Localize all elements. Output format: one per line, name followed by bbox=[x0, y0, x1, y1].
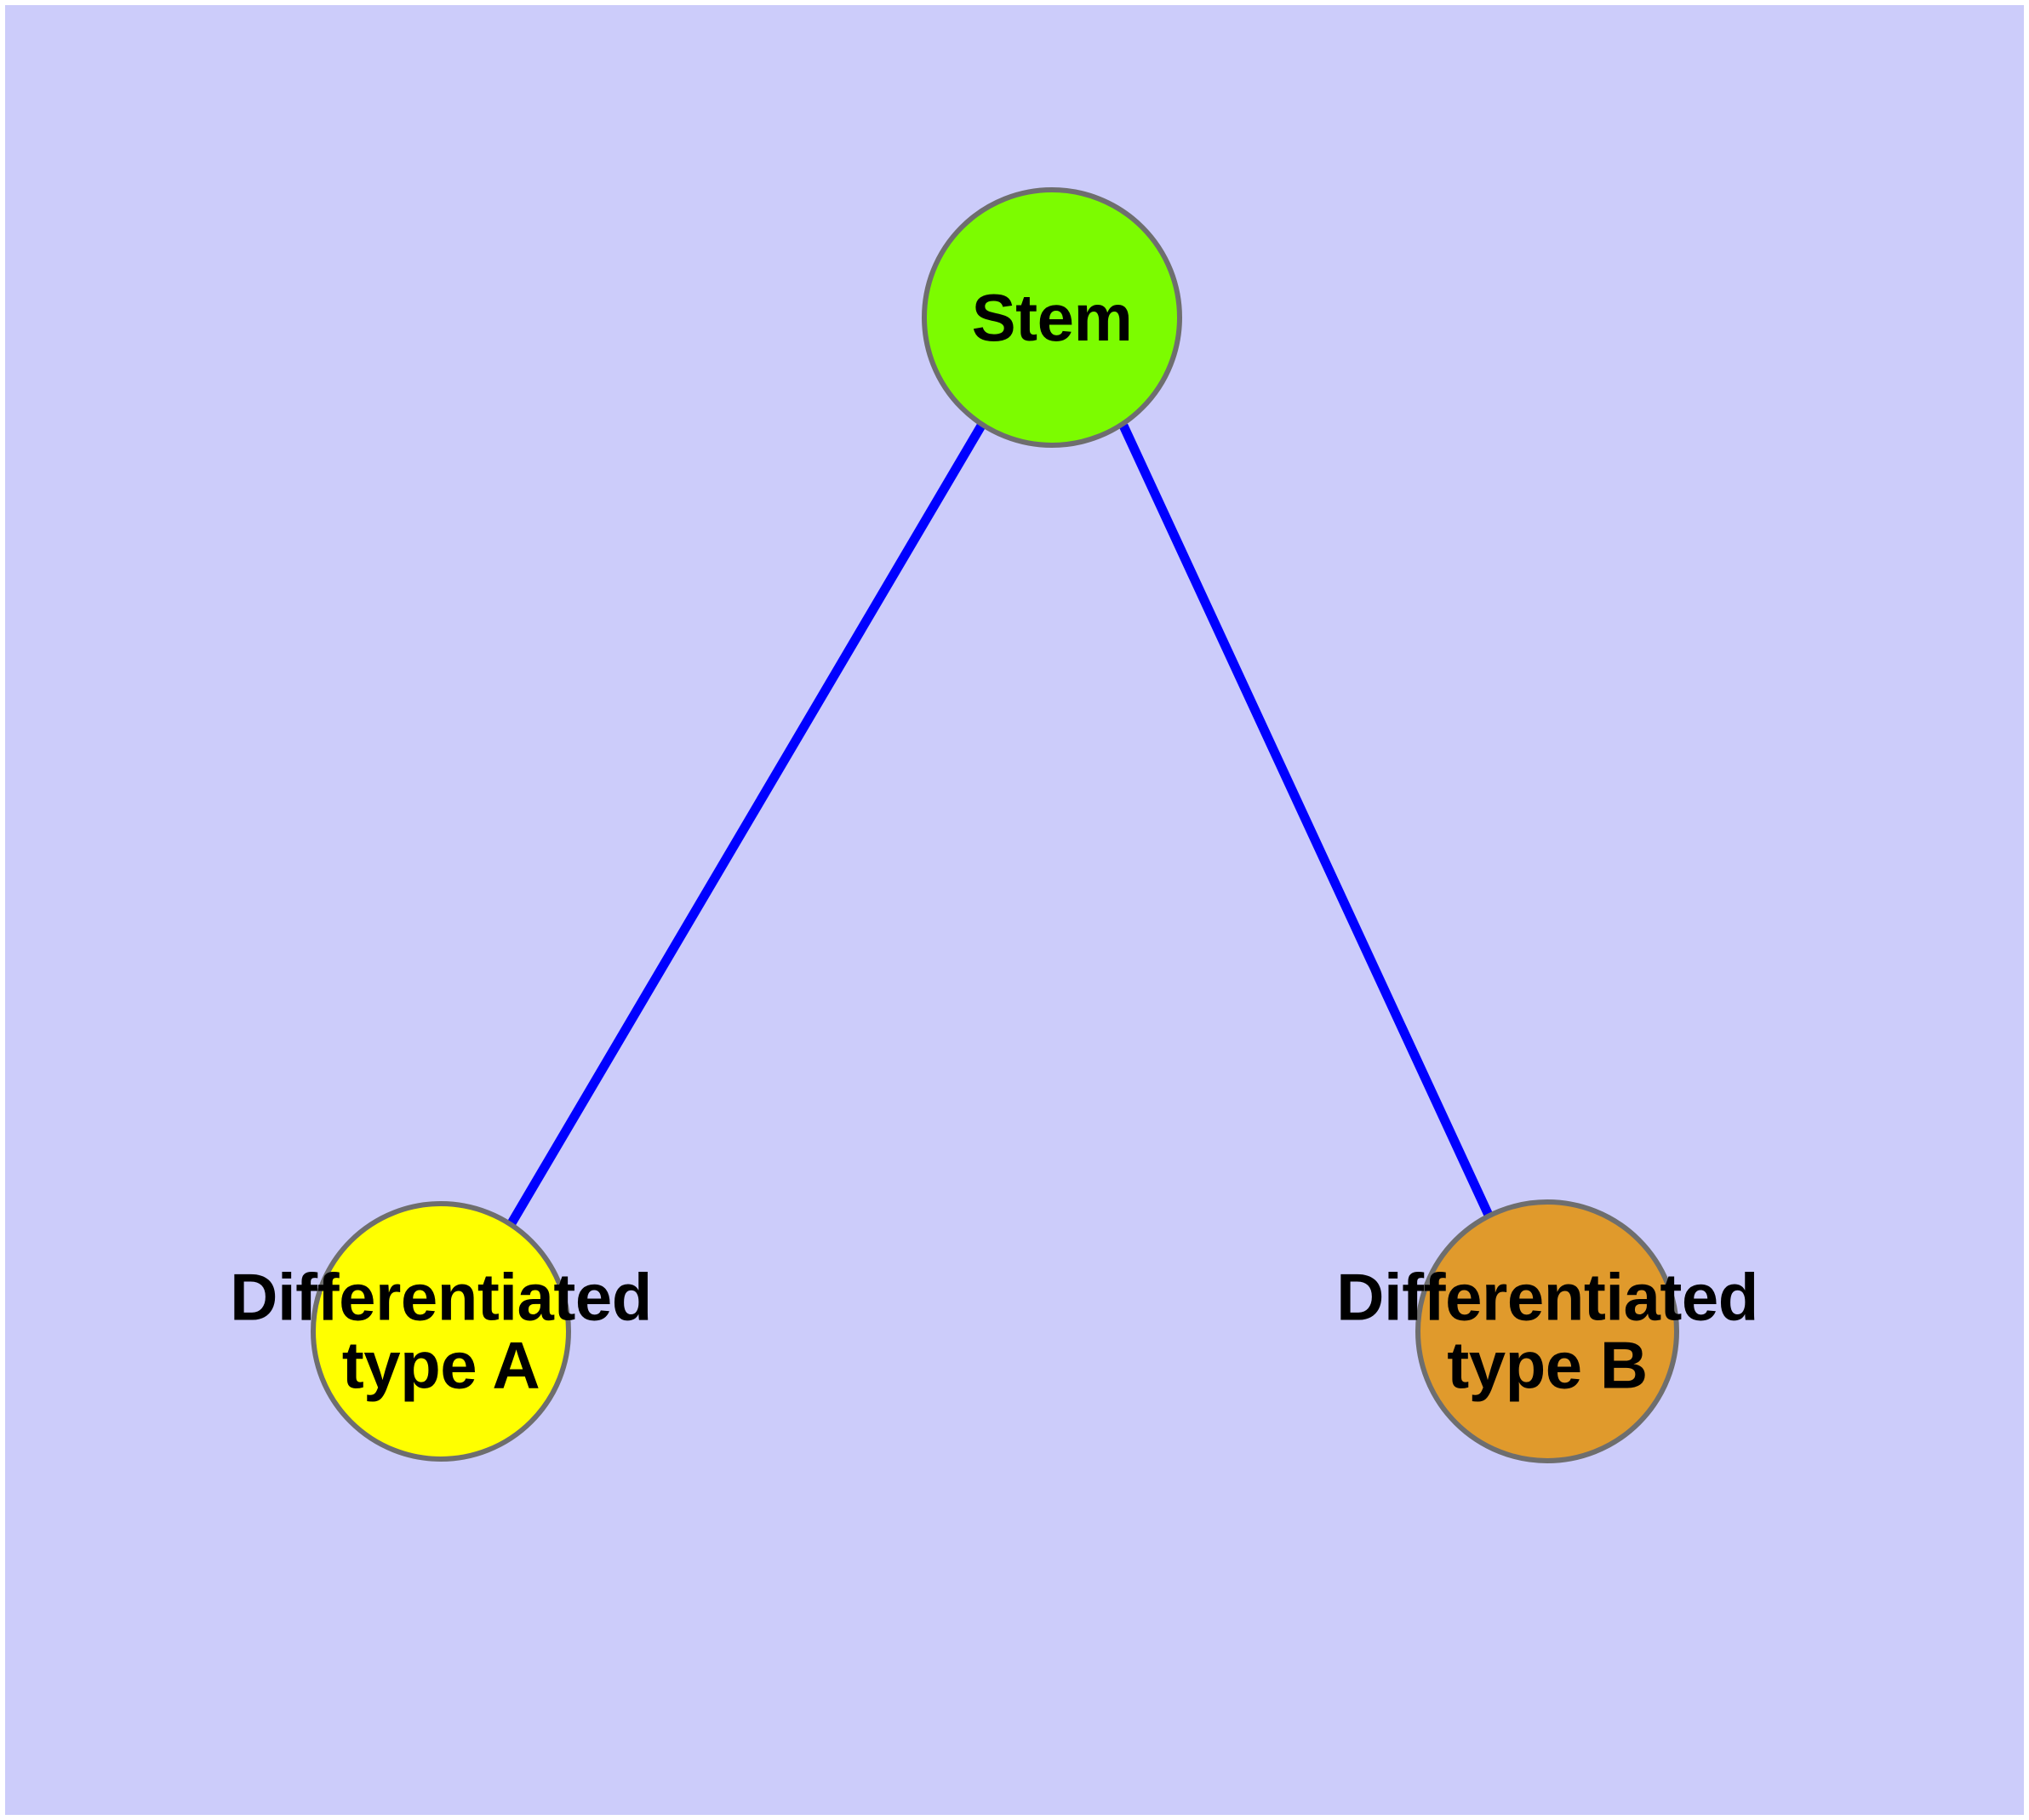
node-differentiated-type-a[interactable] bbox=[311, 1201, 571, 1462]
node-differentiated-type-b[interactable] bbox=[1415, 1199, 1679, 1463]
node-stem[interactable] bbox=[922, 187, 1182, 448]
